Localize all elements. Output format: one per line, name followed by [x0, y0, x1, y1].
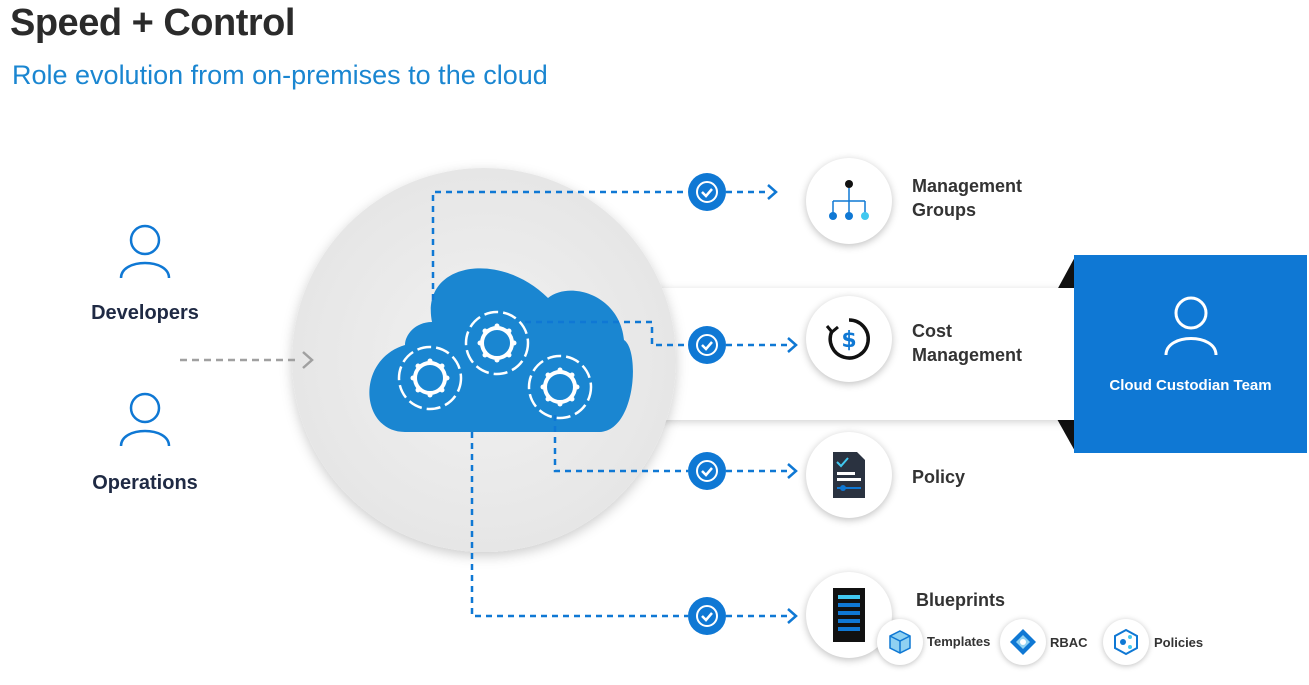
cost-management-line-1: Cost [912, 321, 952, 341]
page-subtitle: Role evolution from on-premises to the c… [12, 60, 548, 90]
role-developers-label: Developers [91, 302, 199, 324]
management-groups-line-1: Management [912, 176, 1023, 196]
connector-lines [431, 190, 788, 618]
check-icon [688, 452, 726, 490]
cost-management-label: Cost Management [912, 319, 1022, 367]
policy-circle [806, 432, 892, 518]
templates-label: Templates [927, 634, 991, 649]
policy-document-icon [833, 452, 865, 498]
template-cube-icon [889, 630, 911, 654]
rbac-circle [1000, 619, 1046, 665]
cost-icon: $ [825, 318, 870, 360]
connector-arrowheads [767, 184, 798, 624]
roles-arrow [180, 351, 314, 369]
check-icon [688, 597, 726, 635]
cloud-custodian-team-box: Cloud Custodian Team [1074, 255, 1307, 453]
templates-circle [877, 619, 923, 665]
hierarchy-icon [829, 180, 869, 220]
rbac-icon [1010, 629, 1036, 655]
person-icon [116, 388, 174, 453]
cost-management-circle: $ [806, 296, 892, 382]
policies-icon [1114, 628, 1138, 656]
management-groups-circle [806, 158, 892, 244]
person-icon [1164, 296, 1218, 356]
policies-label: Policies [1154, 635, 1204, 650]
gear-teeth [410, 323, 580, 407]
management-groups-line-2: Groups [912, 200, 977, 220]
check-icon [688, 326, 726, 364]
svg-text:$: $ [841, 328, 856, 353]
role-operations-label: Operations [92, 472, 198, 494]
policies-circle [1103, 619, 1149, 665]
cost-management-line-2: Management [912, 345, 1023, 365]
page-title: Speed + Control [10, 2, 295, 44]
person-icon [116, 220, 174, 285]
management-groups-label: Management Groups [912, 174, 1022, 222]
policy-label: Policy [912, 467, 966, 487]
cloud-custodian-team-label: Cloud Custodian Team [1109, 377, 1272, 394]
blueprint-icon [833, 588, 865, 642]
blueprints-label: Blueprints [916, 590, 1006, 610]
check-icon [688, 173, 726, 211]
rbac-label: RBAC [1050, 635, 1088, 650]
